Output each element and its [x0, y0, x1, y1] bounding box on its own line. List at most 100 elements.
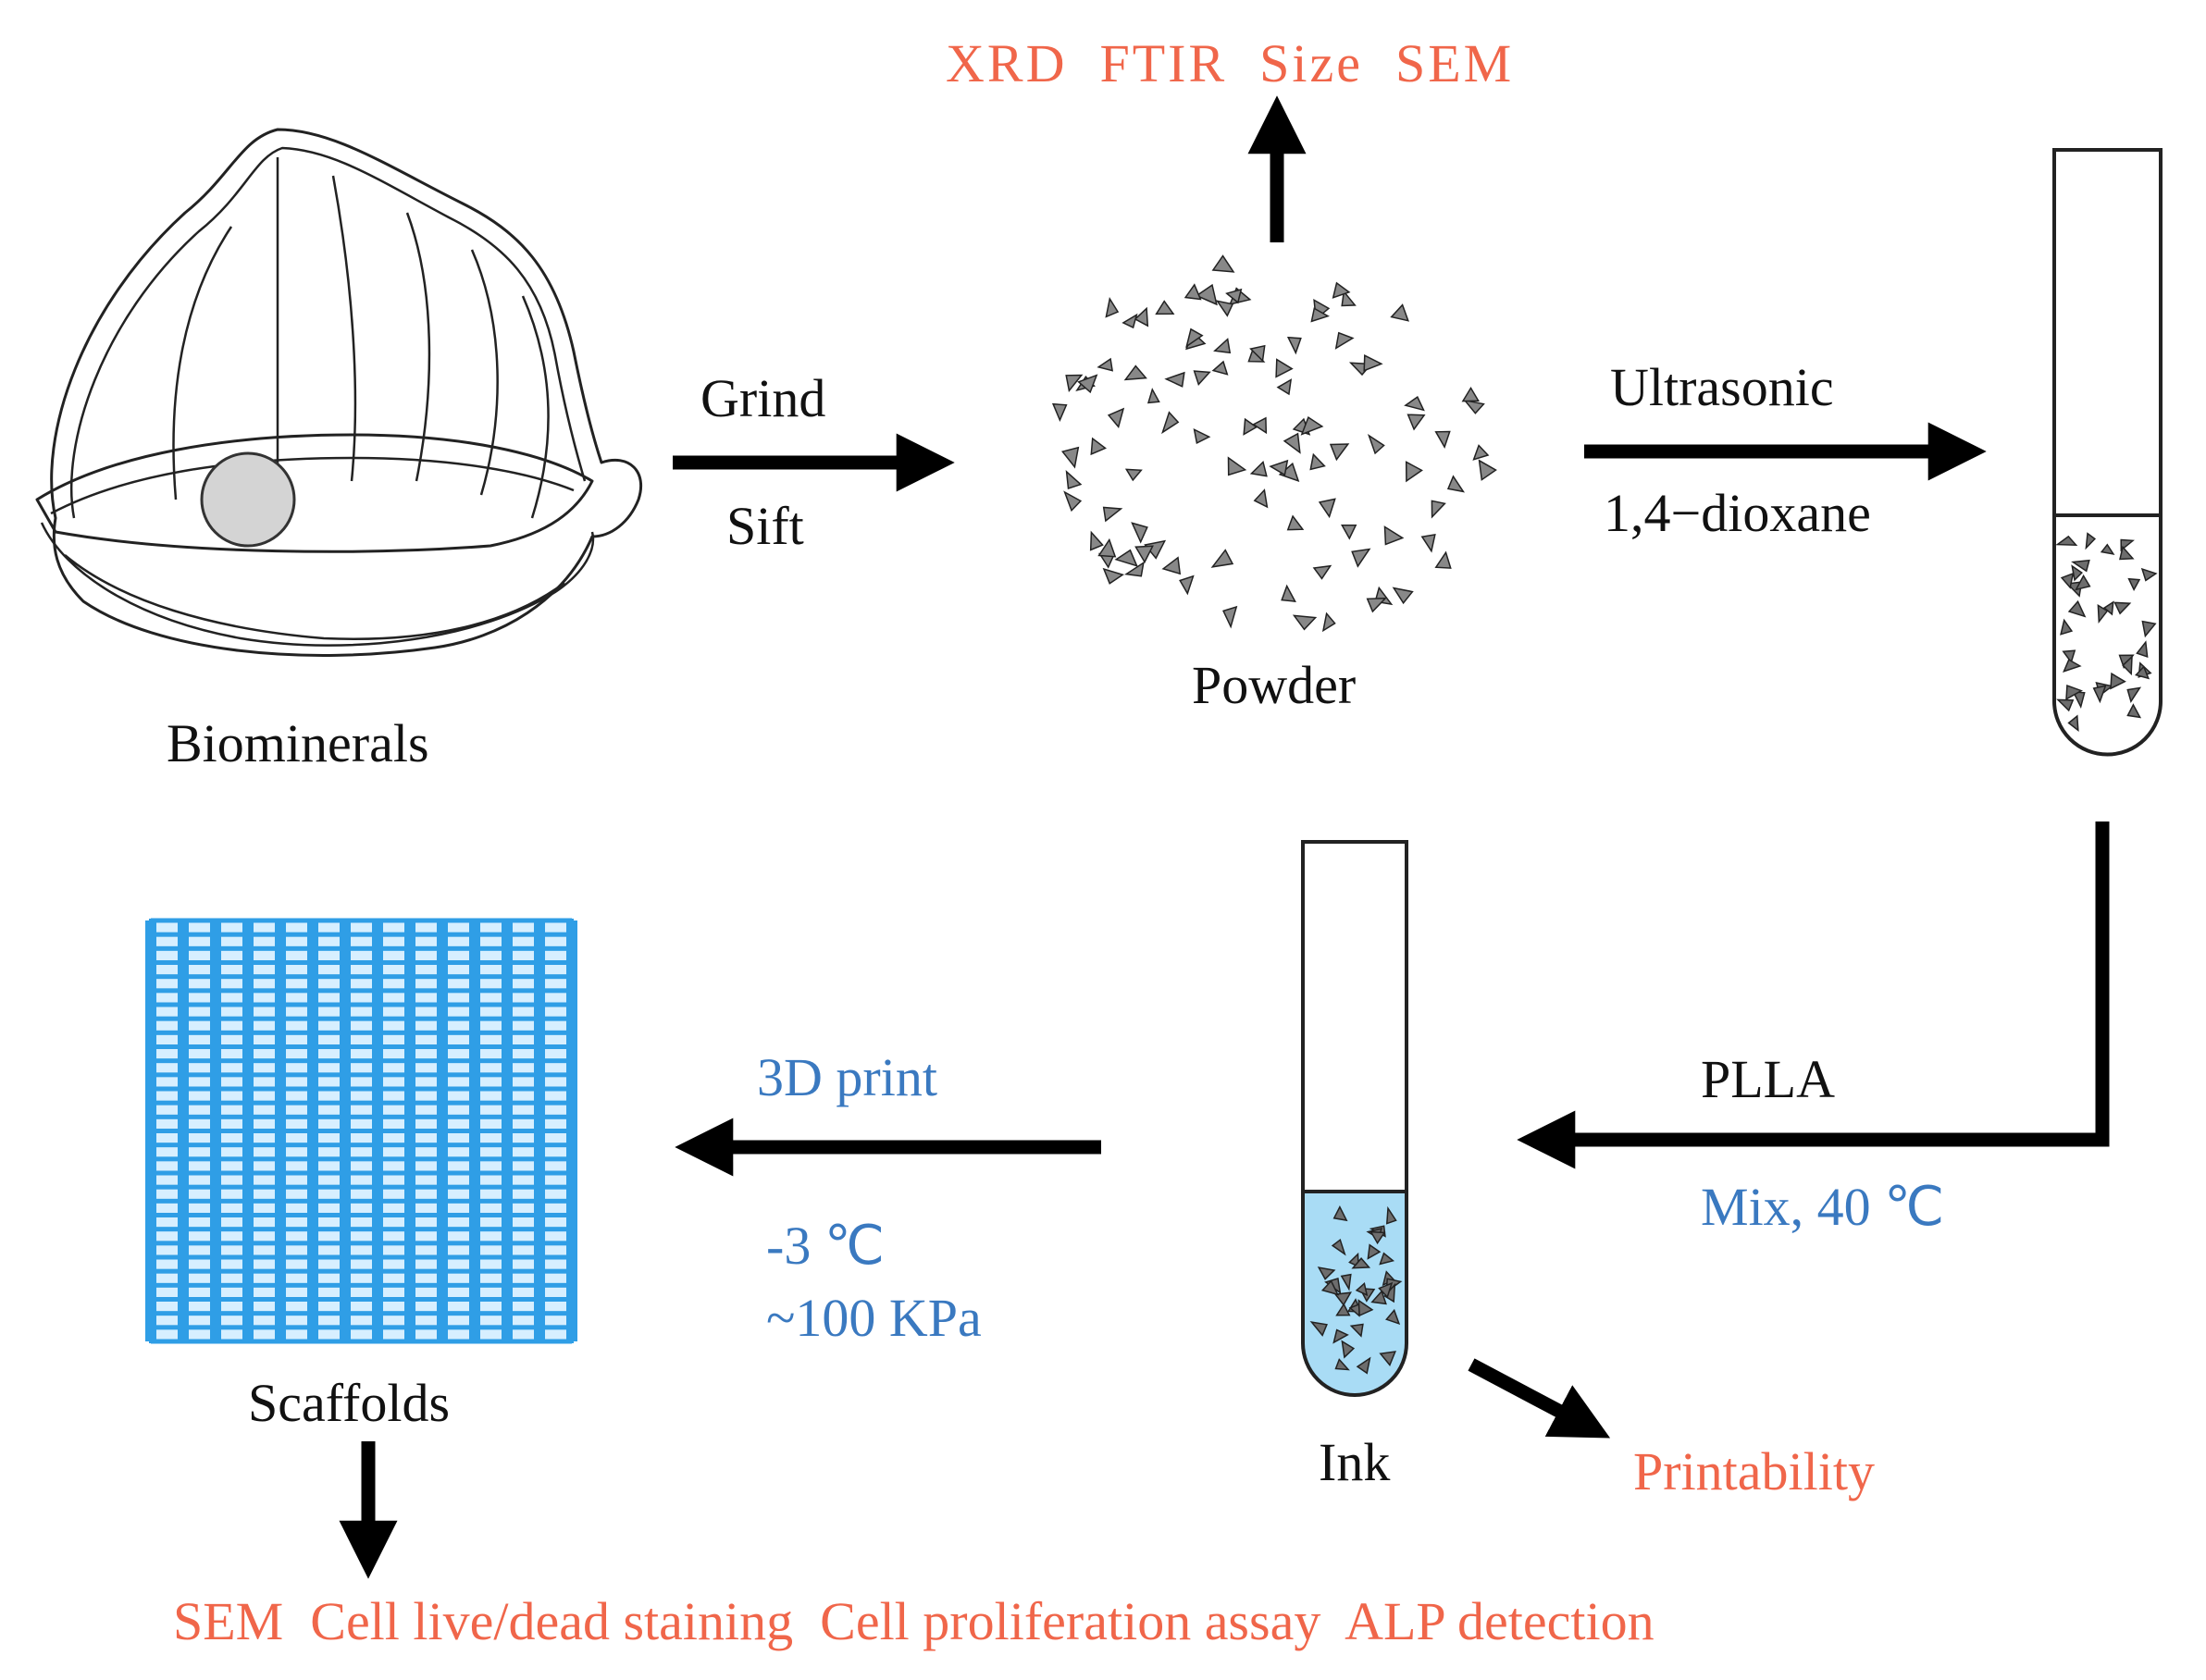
- powder-particles: [1051, 254, 1497, 633]
- powder-particle: [1286, 514, 1305, 531]
- tube2-particle: [1334, 1358, 1350, 1371]
- powder-particle: [1089, 530, 1104, 551]
- powder-particle: [1332, 281, 1351, 299]
- tube2-particles: [1309, 1205, 1403, 1375]
- tube1-particle: [2136, 640, 2149, 658]
- scaffold-strand-vertical: [307, 920, 318, 1341]
- scaffold-strand-horizontal: [151, 1170, 572, 1176]
- powder-particle: [1281, 584, 1296, 602]
- powder-particle: [1123, 561, 1145, 577]
- scaffold-strand-vertical: [340, 920, 351, 1341]
- scaffold-strand-vertical: [404, 920, 415, 1341]
- tube2-particle: [1309, 1321, 1328, 1337]
- scaffold-strand-horizontal: [151, 1100, 572, 1106]
- ultrasonic-label: Ultrasonic: [1610, 357, 1834, 417]
- powder-particle: [1300, 415, 1324, 436]
- tube1-particle: [2062, 649, 2076, 664]
- tube2-particle: [1385, 1205, 1397, 1225]
- powder-particle: [1329, 443, 1350, 462]
- scaffold-strand-horizontal: [151, 1114, 572, 1119]
- scaffold-strand-horizontal: [151, 1297, 572, 1302]
- powder-particle: [1097, 357, 1114, 372]
- powder-particle: [1185, 327, 1204, 349]
- ink-tube-icon: [1301, 840, 1408, 1397]
- powder-particle: [1225, 288, 1243, 304]
- powder-particle: [1472, 444, 1490, 461]
- powder-particle: [1213, 338, 1232, 354]
- powder-particle: [1146, 388, 1160, 404]
- tube1-particle: [2102, 600, 2114, 616]
- powder-particle: [1309, 452, 1326, 471]
- powder-particle: [1249, 461, 1268, 477]
- dioxane-label: 1,4−dioxane: [1604, 483, 1871, 543]
- scaffold-strand-horizontal: [151, 1254, 572, 1260]
- powder-particle: [1155, 300, 1175, 315]
- powder-particle: [1193, 427, 1211, 445]
- pearl-icon: [200, 451, 296, 548]
- printability-label: Printability: [1633, 1441, 1875, 1501]
- scaffold-strand-vertical: [437, 920, 448, 1341]
- scaffold-strand-horizontal: [151, 1311, 572, 1316]
- powder-particle: [1051, 402, 1068, 423]
- powder-particle: [1134, 306, 1149, 327]
- powder-particle: [1211, 360, 1229, 376]
- print-temperature-label: -3 ℃: [766, 1216, 885, 1276]
- powder-particle: [1310, 307, 1330, 323]
- tube1-particle: [2100, 543, 2115, 555]
- powder-particle: [1211, 254, 1235, 273]
- scaffold-strand-horizontal: [151, 1268, 572, 1274]
- tube2-particle: [1332, 1205, 1348, 1222]
- tube2-particle: [1331, 1238, 1346, 1256]
- tube1-particle: [2067, 714, 2079, 733]
- tube1-particle: [2119, 545, 2135, 561]
- tube1-particle: [2055, 535, 2078, 547]
- powder-particle: [1249, 344, 1266, 363]
- powder-particle: [1097, 537, 1117, 558]
- powder-particle: [1195, 283, 1218, 306]
- powder-particle: [1227, 456, 1247, 476]
- tube1-particle: [2127, 577, 2141, 592]
- sift-label: Sift: [726, 496, 804, 556]
- tube1-particles: [2055, 532, 2158, 733]
- scaffold-analysis-label: SEM Cell live/dead staining Cell prolife…: [173, 1591, 1654, 1651]
- powder-particle: [1392, 587, 1414, 605]
- print-pressure-label: ~100 KPa: [766, 1288, 982, 1348]
- powder-particle: [1131, 522, 1148, 544]
- tube1-particle: [2092, 685, 2107, 704]
- powder-particle: [1215, 300, 1234, 317]
- powder-particle: [1286, 336, 1302, 355]
- biominerals-label: Biominerals: [167, 713, 429, 773]
- tube2-particle: [1379, 1351, 1396, 1366]
- powder-particle: [1321, 611, 1336, 633]
- scaffold-strand-vertical: [534, 920, 545, 1341]
- scaffold-strand-vertical: [210, 920, 221, 1341]
- scaffold-strand-horizontal: [151, 1156, 572, 1162]
- arrow-tube-down: [1573, 821, 2110, 1147]
- tube1-particle: [2141, 620, 2157, 638]
- powder-particle: [1275, 358, 1294, 378]
- powder-particle: [1123, 364, 1147, 381]
- tube2-particle: [1351, 1257, 1371, 1269]
- oyster-shell-icon: [35, 128, 643, 657]
- powder-label: Powder: [1192, 655, 1357, 715]
- scaffolds-label: Scaffolds: [248, 1373, 451, 1433]
- arrow-ink-printability: [1468, 1358, 1611, 1439]
- scaffold-strand-horizontal: [151, 1143, 572, 1148]
- powder-particle: [1431, 500, 1446, 519]
- tube1-particle: [2126, 686, 2142, 703]
- scaffold-strand-vertical: [469, 920, 480, 1341]
- powder-particle: [1366, 597, 1388, 613]
- scaffold-strand-horizontal: [151, 1227, 572, 1232]
- tube1-particle: [2075, 574, 2091, 591]
- powder-particle: [1276, 378, 1293, 396]
- tube1-particle: [2085, 532, 2097, 550]
- ink-label: Ink: [1319, 1432, 1391, 1492]
- powder-particle: [1134, 545, 1154, 564]
- scaffold-strand-horizontal: [151, 1129, 572, 1133]
- scaffold-strand-horizontal: [151, 1213, 572, 1217]
- tube1-particle: [2113, 601, 2132, 615]
- tube1-particle: [2063, 659, 2082, 673]
- scaffold-strand-vertical: [566, 920, 577, 1341]
- powder-particle: [1184, 283, 1202, 301]
